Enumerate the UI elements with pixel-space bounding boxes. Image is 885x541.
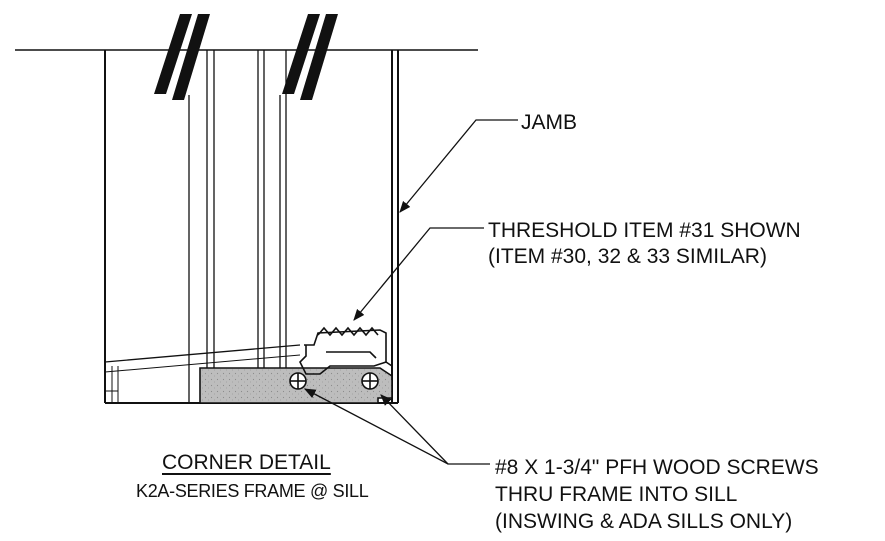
screws-label-line1: #8 X 1-3/4" PFH WOOD SCREWS <box>495 456 819 479</box>
break-marks <box>154 14 338 100</box>
leader-jamb <box>399 119 518 213</box>
detail-title: CORNER DETAIL <box>162 451 331 474</box>
screws-label-line3: (INSWING & ADA SILLS ONLY) <box>495 510 793 533</box>
detail-subtitle: K2A-SERIES FRAME @ SILL <box>136 481 369 501</box>
threshold-profile <box>299 326 393 380</box>
threshold-label-line1: THRESHOLD ITEM #31 SHOWN <box>488 219 801 242</box>
leader-threshold <box>353 227 484 321</box>
frame-section <box>104 50 399 404</box>
jamb-label: JAMB <box>521 111 578 134</box>
leader-screws-b <box>380 394 449 465</box>
screws-label-line2: THRU FRAME INTO SILL <box>495 483 738 506</box>
threshold-label-line2: (ITEM #30, 32 & 33 SIMILAR) <box>488 245 767 268</box>
screw-left <box>289 372 307 390</box>
leader-lines <box>303 119 518 465</box>
screw-right <box>361 372 379 390</box>
